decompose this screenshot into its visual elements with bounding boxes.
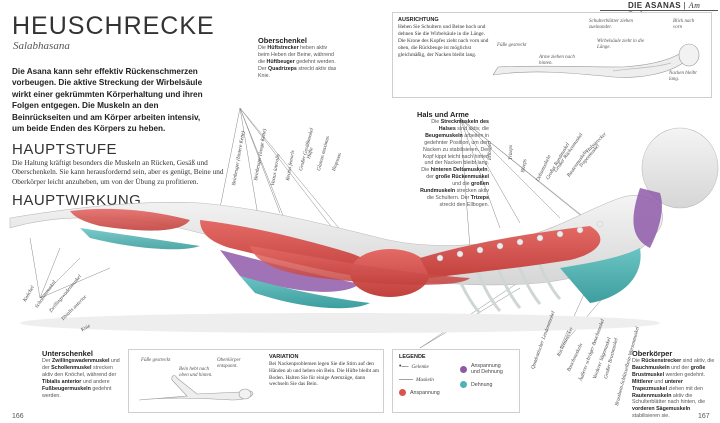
ausrichtung-label-gaze: Blick nach vorn <box>673 19 695 30</box>
ausrichtung-box: AUSRICHTUNG Heben Sie Schultern und Bein… <box>392 12 712 98</box>
oberschenkel-annotation: Oberschenkel Die Hüftstrecker heben akti… <box>258 36 340 80</box>
unterschenkel-title: Unterschenkel <box>42 349 93 358</box>
legend-item-tension: Anspannung <box>399 386 454 399</box>
tension-stretch-dot <box>459 365 467 373</box>
ausrichtung-title: AUSRICHTUNG <box>398 17 439 23</box>
variation-label-feet: Füße gestreckt <box>141 358 171 363</box>
intro-text: Die Asana kann sehr effektiv Rückenschme… <box>12 67 203 134</box>
variation-label-upper: Oberkörper entspannt. <box>217 358 241 369</box>
oberkoerper-title: Oberkörper <box>632 349 673 358</box>
oberkoerper-text: Die Rückenstrecker sind aktiv, die Bauch… <box>632 358 715 420</box>
variation-text: Bei Nackenproblemen legen Sie die Stirn … <box>269 361 380 388</box>
main-text: Die Haltung kräftigt besonders die Muske… <box>12 158 224 186</box>
effect-heading: HAUPTWIRKUNG <box>12 192 142 209</box>
legend-item-stretch: Dehnung <box>459 378 513 391</box>
page-subtitle: Salabhasana <box>13 40 70 52</box>
ausrichtung-label-neck: Nacken bleibt lang. <box>669 71 697 82</box>
variation-box: Füße gestreckt Bein hebt nach oben und h… <box>128 349 384 413</box>
page-number-left: 166 <box>12 413 24 420</box>
unterschenkel-annotation: Unterschenkel Der Zwillingswadenmuskel u… <box>42 349 122 399</box>
unterschenkel-text: Der Zwillingswadenmuskel und der Scholle… <box>42 358 120 399</box>
variation-figure <box>138 375 254 401</box>
legend-title: LEGENDE <box>399 354 426 360</box>
hals-annotation: Hals und Arme Die Streckmuskeln des Hals… <box>417 110 489 209</box>
legend-box: LEGENDE •—Gelenke ——Muskeln Anspannung A… <box>392 349 520 413</box>
legend-item-muscles: ——Muskeln <box>399 376 434 383</box>
ausrichtung-text: Heben Sie Schultern und Beine hoch und d… <box>398 24 489 58</box>
oberschenkel-title: Oberschenkel <box>258 36 307 45</box>
muscle-label: Trizeps <box>508 145 514 160</box>
hals-title: Hals und Arme <box>417 110 469 119</box>
body-figure <box>9 108 719 349</box>
hals-text: Die Streckmuskeln des Halses sind aktiv,… <box>420 119 489 208</box>
variation-label-leg: Bein hebt nach oben und hinten. <box>179 367 213 378</box>
page-title: HEUSCHRECKE <box>12 12 215 40</box>
variation-title: VARIATION <box>269 354 299 360</box>
oberschenkel-text: Die Hüftstrecker heben aktiv beim Heben … <box>258 45 337 79</box>
ausrichtung-figure <box>493 43 700 78</box>
header-rule <box>600 10 718 11</box>
legend-item-joints: •—Gelenke <box>399 363 429 370</box>
ausrichtung-label-shoulders: Schulterblätter ziehen zueinander. <box>589 19 634 30</box>
ausrichtung-label-arms: Arme ziehen nach hinten. <box>539 55 575 66</box>
stretch-dot <box>459 381 467 388</box>
main-heading: HAUPTSTUFE <box>12 141 118 158</box>
ausrichtung-label-spine: Wirbelsäule zieht in die Länge. <box>597 39 645 50</box>
oberkoerper-annotation: Oberkörper Die Rückenstrecker sind aktiv… <box>632 349 716 420</box>
tension-dot <box>399 389 406 396</box>
leader-lines <box>29 108 621 349</box>
page-number-right: 167 <box>698 413 710 420</box>
ausrichtung-label-feet: Füße gestreckt <box>497 43 527 48</box>
legend-item-tension-stretch: Anspannung und Dehnung <box>459 360 513 378</box>
